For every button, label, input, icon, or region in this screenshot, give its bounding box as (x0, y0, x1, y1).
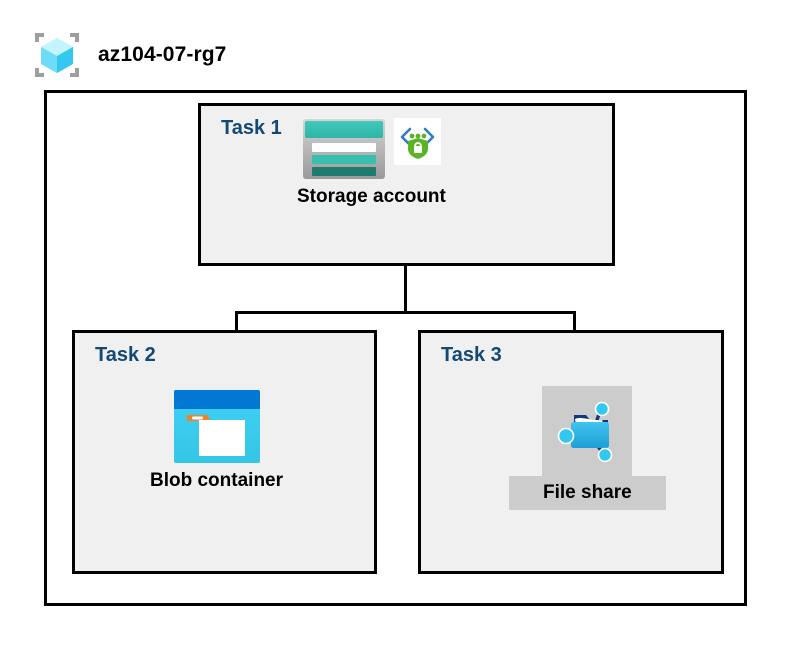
blob-container-caption: Blob container (150, 470, 284, 491)
node-storage-account[interactable]: Storage account (297, 118, 446, 208)
resource-group-title: az104-07-rg7 (98, 43, 227, 66)
connector-storage-to-bus (404, 254, 407, 314)
storage-account-icon-row (302, 118, 441, 180)
task-1-label: Task 1 (221, 117, 282, 139)
file-share-icon (542, 386, 633, 476)
node-blob-container[interactable]: Blob container (150, 389, 283, 492)
blob-container-icon (173, 389, 261, 464)
task-3-label: Task 3 (441, 344, 502, 366)
connector-horizontal-bus (235, 311, 576, 314)
storage-account-caption: Storage account (297, 186, 446, 207)
task-2-label: Task 2 (95, 344, 156, 366)
node-file-share[interactable]: File share (509, 386, 666, 510)
resource-group-header: az104-07-rg7 (30, 28, 226, 82)
file-share-caption: File share (509, 476, 666, 510)
resource-group-icon (30, 28, 84, 82)
storage-account-icon (302, 118, 386, 180)
storage-security-icon (393, 118, 441, 165)
